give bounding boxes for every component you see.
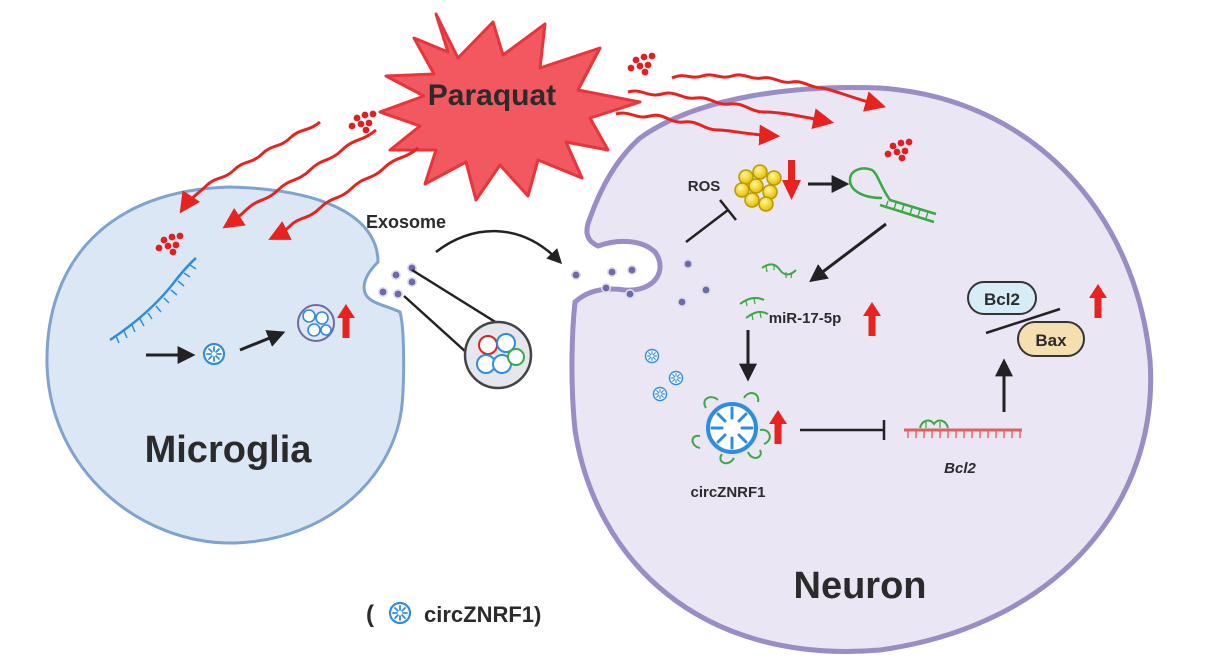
neuron-label: Neuron (794, 565, 927, 607)
exosome-dot (392, 288, 404, 300)
inhibition-circrna-bcl2 (800, 420, 886, 440)
mrna-strand-icon (109, 257, 197, 342)
exosome-zoom-vesicle (463, 320, 533, 390)
arrow-exosome-transfer (435, 229, 563, 265)
hairpin-rna-icon (848, 167, 937, 224)
mirna-icon (739, 263, 797, 321)
neuron-cell: Neuron (569, 85, 1154, 654)
paraquat-label: Paraquat (428, 79, 556, 112)
microglia-cell: Microglia (45, 185, 406, 545)
bcl2-protein: Bcl2 (967, 281, 1037, 315)
arrow-circrna-to-vesicle (239, 330, 286, 352)
circrna-icon (668, 370, 684, 386)
microglia-label: Microglia (145, 429, 313, 471)
arrow-hairpin-to-mirna (809, 222, 887, 283)
released-exosomes (377, 262, 418, 300)
exosome-dot (700, 284, 712, 296)
exosome-dot (682, 258, 694, 270)
paraquat-starburst: Paraquat (378, 12, 642, 202)
exosome-dot (377, 286, 389, 298)
ros-cluster-icon (734, 164, 782, 212)
bax-protein-label: Bax (1035, 331, 1067, 350)
circrna-icon (644, 348, 660, 364)
circrna-icon (202, 342, 226, 366)
microglia-mrna (109, 257, 197, 344)
wavy-arrow-icon (179, 120, 321, 214)
circrna-label: circZNRF1 (690, 484, 765, 501)
exosome-dot (600, 282, 612, 294)
circrna-icon (652, 386, 668, 402)
paraquat-dots-icon (627, 52, 656, 76)
exosome-label: Exosome (366, 212, 446, 232)
mirna-label: miR-17-5p (769, 310, 842, 327)
wavy-arrow-icon (671, 73, 887, 112)
legend-text: circZNRF1) (424, 602, 541, 627)
paraquat-wavy-arrows (179, 73, 887, 240)
inhibition-exosome-ros (685, 199, 737, 243)
bcl2-mrna (904, 419, 1022, 438)
down-arrow-icon (782, 160, 801, 200)
circrna-icon (388, 601, 412, 625)
gene-label: Bcl2 (944, 460, 976, 477)
wavy-arrow-icon (222, 128, 377, 229)
wavy-arrow-icon (627, 89, 835, 130)
wavy-arrow-icon (268, 146, 419, 240)
paraquat-dots-icon (348, 110, 377, 134)
microglia-vesicle (297, 304, 335, 342)
starburst-icon (378, 12, 642, 202)
exosome-dot (676, 296, 688, 308)
bcl2-protein-label: Bcl2 (984, 290, 1020, 309)
exosome-dot (390, 269, 402, 281)
legend-open-paren: ( (366, 601, 374, 628)
exosome-dot (626, 264, 638, 276)
ros-label: ROS (688, 178, 721, 195)
exosome-dot (606, 266, 618, 278)
legend: ( circZNRF1) (366, 601, 541, 628)
bax-protein: Bax (1017, 321, 1085, 357)
exosome-dot (570, 269, 582, 281)
bcl2-bax-separator (985, 307, 1061, 335)
exosome-dot (624, 288, 636, 300)
exosome-dot (406, 276, 418, 288)
wavy-arrow-icon (615, 111, 781, 146)
circrna-sponge (691, 392, 771, 465)
